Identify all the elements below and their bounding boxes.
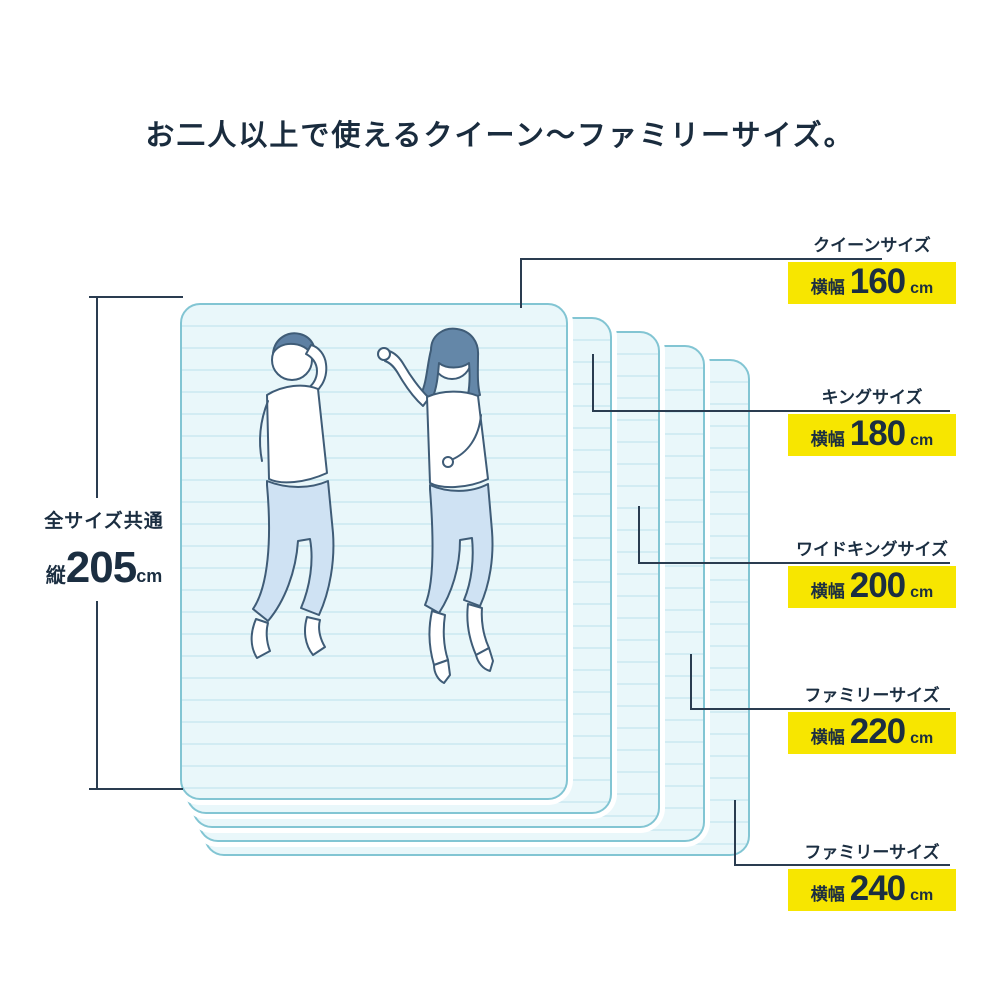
length-dimension-cap-top [89,296,183,298]
leader-line-family-220-horizontal [690,708,950,710]
size-name: クイーンサイズ [813,236,931,255]
leader-line-king-horizontal [592,410,950,412]
size-name: ファミリーサイズ [804,686,940,705]
leader-line-king-vertical [592,354,594,412]
leader-line-queen-horizontal [520,258,882,260]
size-name: ファミリーサイズ [804,843,940,862]
leader-line-queen-vertical [520,258,522,308]
size-name: ワイドキングサイズ [796,540,948,559]
leader-line-family-220-vertical [690,654,692,710]
leader-line-family-240-vertical [734,800,736,866]
leader-line-family-240-horizontal [734,864,950,866]
length-dimension-label: 全サイズ共通 縦205cm [33,498,175,601]
man-figure [250,332,335,659]
woman-figure [377,327,494,684]
leader-line-wide-king-horizontal [638,562,950,564]
all-sizes-common-label: 全サイズ共通 [44,511,164,532]
couple-illustration [250,327,494,684]
length-dimension-cap-bottom [89,788,183,790]
size-name: キングサイズ [821,388,923,407]
bed-layer-queen-160 [180,303,568,800]
leader-line-wide-king-vertical [638,506,640,564]
length-value: 縦205cm [45,543,163,592]
page-title: お二人以上で使えるクイーン～ファミリーサイズ。 [145,120,855,152]
